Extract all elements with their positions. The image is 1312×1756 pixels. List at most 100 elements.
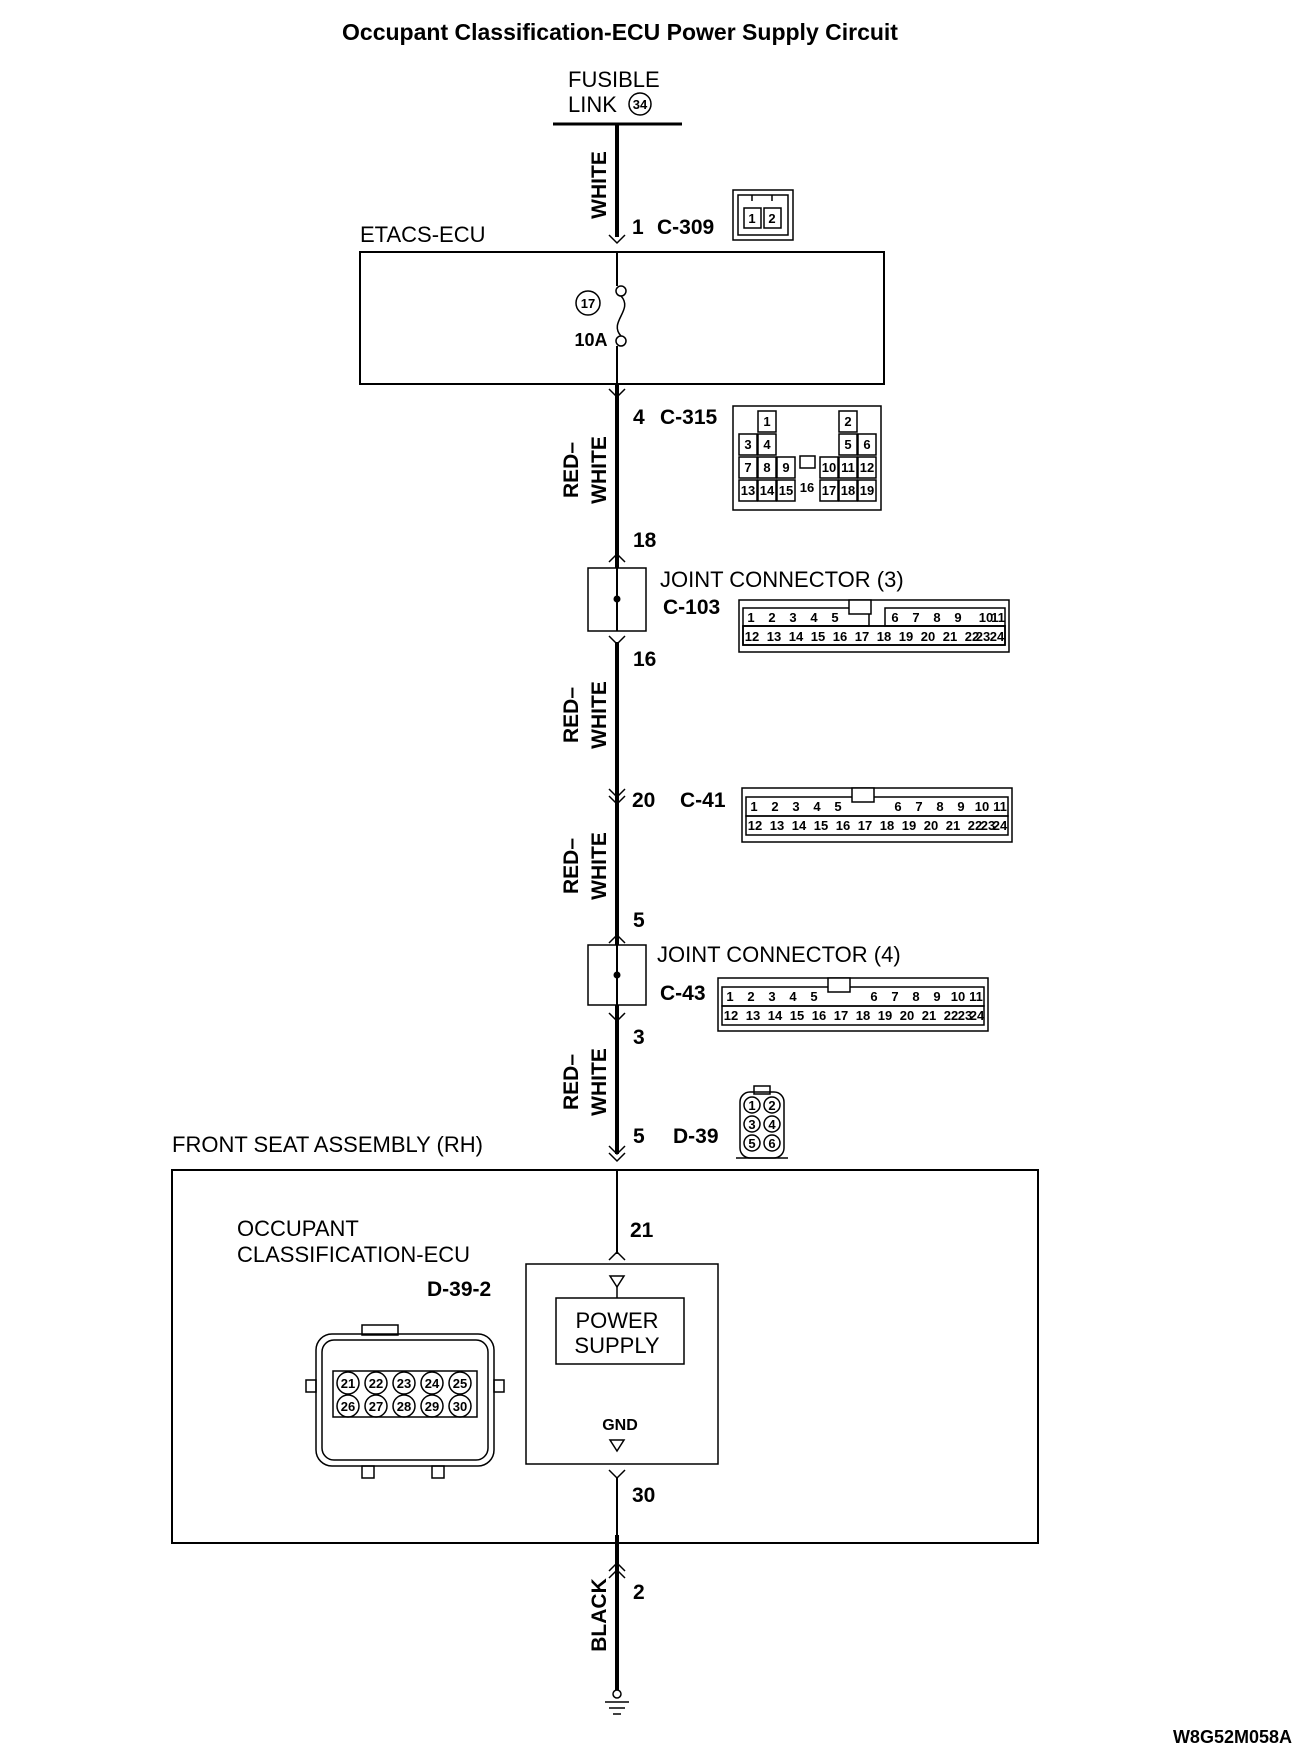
c43-pin-21: 21 [922, 1008, 936, 1023]
c41-pin-20: 20 [924, 818, 938, 833]
ecu-pin-27: 27 [369, 1399, 383, 1414]
wire-label-black: BLACK [588, 1578, 611, 1652]
c43-pin-23: 23 [958, 1008, 972, 1023]
c43-pin-15: 15 [790, 1008, 804, 1023]
wire-label-red-white-3: RED– WHITE [560, 832, 611, 900]
c103-pin-7: 7 [912, 610, 919, 625]
d39-pin: 5 [633, 1125, 645, 1148]
ecu-connector-id: D-39-2 [427, 1278, 491, 1301]
connector-arrow-c103-out [608, 635, 626, 646]
wire-label-white: WHITE [588, 1048, 611, 1116]
c309-pin-1: 1 [748, 211, 755, 226]
c103-pin-10: 10 [979, 610, 993, 625]
ecu-input-triangle [608, 1275, 626, 1289]
c43-pin-8: 8 [912, 989, 919, 1004]
c315-pin-11: 11 [841, 460, 855, 475]
c43-pin-9: 9 [933, 989, 940, 1004]
wire-label-red: RED– [560, 687, 583, 743]
joint-connector-3-label: JOINT CONNECTOR (3) [660, 567, 904, 592]
c41-pin-17: 17 [858, 818, 872, 833]
c103-id: C-103 [663, 596, 720, 619]
connector-arrow-c43-in [608, 933, 626, 944]
c41-pin-8: 8 [936, 799, 943, 814]
d39-pin-1: 1 [748, 1098, 755, 1113]
c41-pin-9: 9 [957, 799, 964, 814]
c315-pin-9: 9 [782, 460, 789, 475]
ground-icon [605, 1689, 629, 1715]
c41-pin-12: 12 [748, 818, 762, 833]
c315-pin-7: 7 [744, 460, 751, 475]
c315-pin-12: 12 [860, 460, 874, 475]
c41-pin-2: 2 [771, 799, 778, 814]
c315-pin-8: 8 [763, 460, 770, 475]
c41-face: 1 2 3 4 5 6 7 8 9 10 11 12 13 14 15 16 1… [741, 787, 1013, 843]
ecu-pin-24: 24 [425, 1376, 440, 1391]
c315-pin-5: 5 [844, 437, 851, 452]
c315-pin-18: 18 [841, 483, 855, 498]
wire-label-red-white-4: RED– WHITE [560, 1048, 611, 1116]
c41-pin-4: 4 [813, 799, 821, 814]
c103-pin-15: 15 [811, 629, 825, 644]
c43-face: 1 2 3 4 5 6 7 8 9 10 11 12 13 14 15 16 1… [717, 977, 989, 1032]
c43-pin-1: 1 [726, 989, 733, 1004]
c41-pin-21: 21 [946, 818, 960, 833]
ecu-pin-23: 23 [397, 1376, 411, 1391]
connector-arrow-c315 [608, 388, 626, 399]
ecu-internal-box [525, 1263, 719, 1465]
wire-label-red: RED– [560, 442, 583, 498]
c43-pin-out: 3 [633, 1026, 645, 1049]
c309-id: C-309 [657, 216, 714, 239]
connector-arrow-c103-in [608, 552, 626, 563]
ecu-pin-out: 30 [632, 1484, 655, 1507]
c103-face: 1 2 3 4 5 6 7 8 9 10 11 12 13 14 15 16 1… [738, 599, 1010, 653]
c103-pin-11: 11 [991, 610, 1005, 625]
c103-pin-21: 21 [943, 629, 957, 644]
ecu-pin-26: 26 [341, 1399, 355, 1414]
c43-pin-12: 12 [724, 1008, 738, 1023]
wire-label-white: WHITE [588, 681, 611, 749]
c43-pin-22: 22 [944, 1008, 958, 1023]
c309-pin: 1 [632, 216, 644, 239]
c41-id: C-41 [680, 789, 726, 812]
connector-arrow-c41 [608, 788, 626, 806]
c41-pin: 20 [632, 789, 655, 812]
c43-pin-6: 6 [870, 989, 877, 1004]
c103-pin-in: 18 [633, 529, 657, 552]
c103-pin-6: 6 [891, 610, 898, 625]
figure-code: W8G52M058A [1173, 1727, 1292, 1747]
connector-arrow-c309 [608, 234, 626, 245]
c43-pin-7: 7 [891, 989, 898, 1004]
c103-pin-9: 9 [954, 610, 961, 625]
c103-pin-14: 14 [789, 629, 804, 644]
c41-pin-3: 3 [792, 799, 799, 814]
c41-pin-7: 7 [915, 799, 922, 814]
gnd-label: GND [602, 1417, 638, 1434]
ecu-pin-in: 21 [630, 1219, 654, 1242]
ecu-gnd-triangle [608, 1439, 626, 1453]
joint-connector-4-label: JOINT CONNECTOR (4) [657, 942, 901, 967]
d39-pin-4: 4 [768, 1117, 776, 1132]
diagram-title: Occupant Classification-ECU Power Supply… [342, 19, 898, 45]
connector-arrow-ecu-out [608, 1469, 626, 1480]
ecu-pin-21: 21 [341, 1376, 355, 1391]
c103-pin-23: 23 [976, 629, 990, 644]
c315-pin-3: 3 [744, 437, 751, 452]
d39-face: 1 2 3 4 5 6 [736, 1085, 788, 1159]
c103-pin-20: 20 [921, 629, 935, 644]
c103-pin-22: 22 [965, 629, 979, 644]
c103-pin-19: 19 [899, 629, 913, 644]
c315-id: C-315 [660, 406, 718, 429]
joint-connector-4-node [613, 971, 621, 979]
c43-pin-17: 17 [834, 1008, 848, 1023]
connector-arrow-d39 [608, 1145, 626, 1163]
connector-arrow-ground [608, 1561, 626, 1579]
c41-pin-19: 19 [902, 818, 916, 833]
c41-pin-24: 24 [993, 818, 1008, 833]
c103-pin-4: 4 [810, 610, 818, 625]
c41-pin-18: 18 [880, 818, 894, 833]
c41-pin-10: 10 [975, 799, 989, 814]
c43-pin-in: 5 [633, 909, 645, 932]
c103-pin-12: 12 [745, 629, 759, 644]
wire-label-red: RED– [560, 1054, 583, 1110]
